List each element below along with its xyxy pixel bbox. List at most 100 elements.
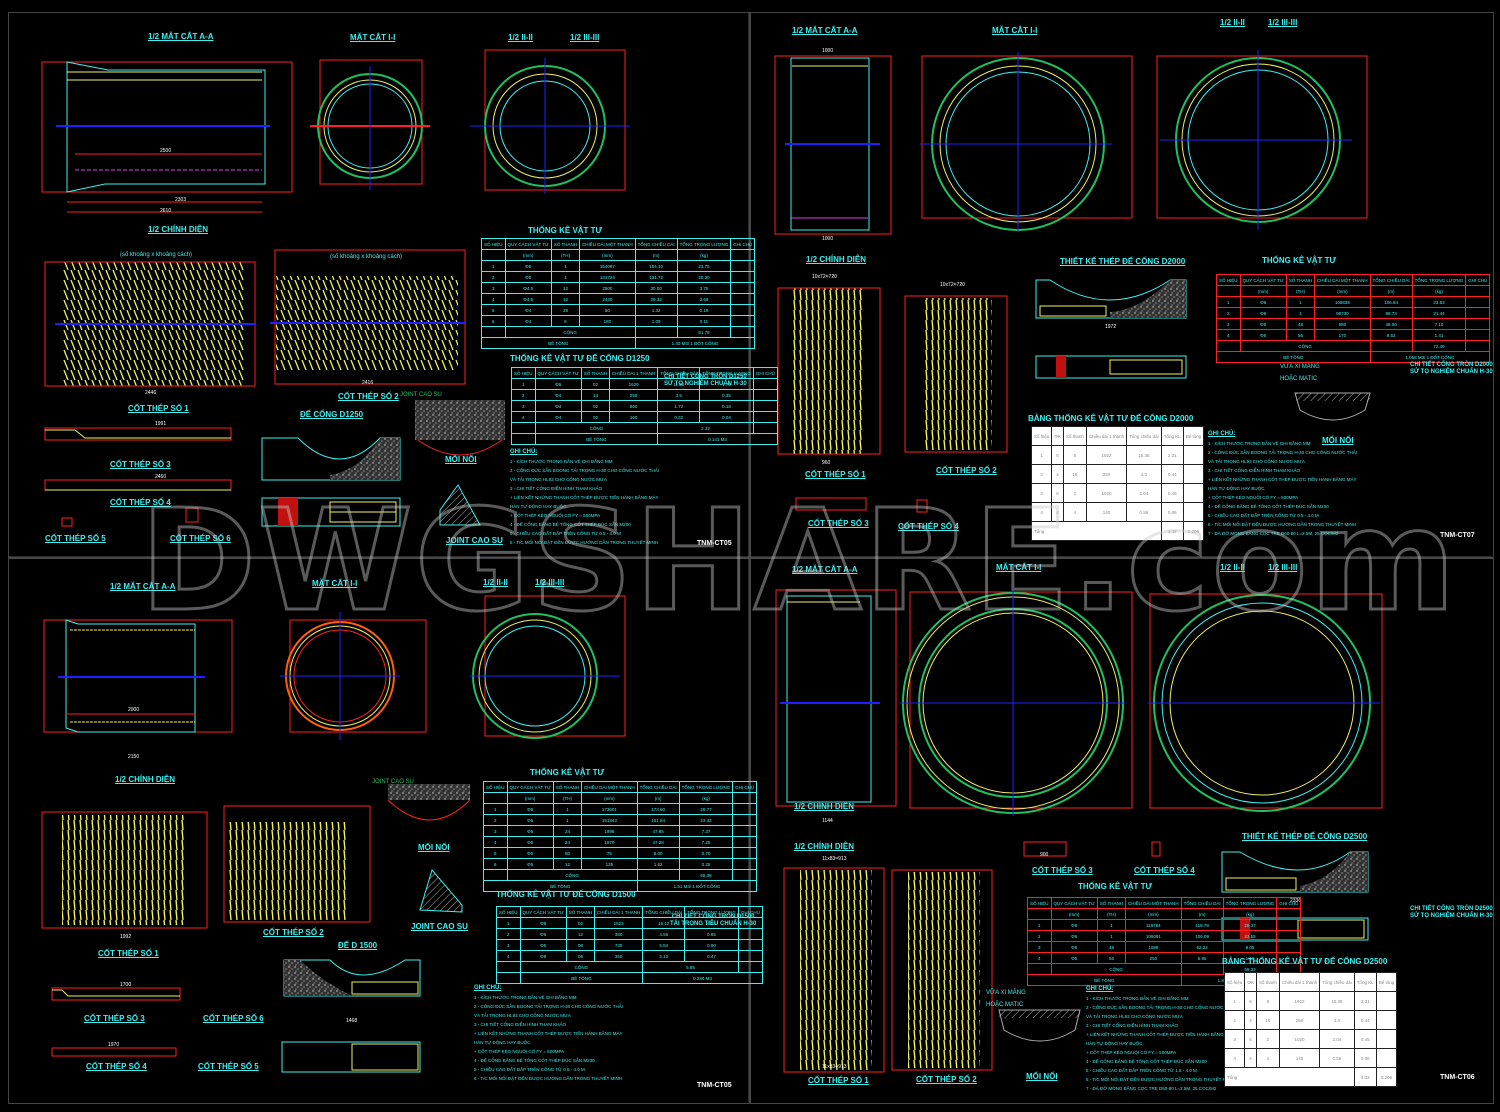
d2000-base-design-label: THIẾT KẾ THÉP ĐẾ CỐNG D2000 xyxy=(1060,257,1186,266)
d1500-dim-len-inner: 2000 xyxy=(128,707,140,713)
d1250-sheet-code: TNM-CT05 xyxy=(697,540,732,547)
d2000-rebar1-front xyxy=(777,287,1008,513)
d2500-title-front-top: 1/2 CHÍNH DIỆN xyxy=(794,802,855,811)
d1500-title-section-iii: 1/2 III-III xyxy=(535,578,565,587)
d2500-dim-rebar1-spacing: 11x83=913 xyxy=(822,856,847,862)
d2500-rebar3-label: CỐT THÉP SỐ 3 xyxy=(1032,866,1093,875)
d1250-section-aa xyxy=(41,61,293,213)
d1500-dim-rebar1-len: 1992 xyxy=(120,934,132,940)
d1250-dim-rebar2-len: 2416 xyxy=(362,380,374,386)
d2000-dim-rebar1-w: 960 xyxy=(822,460,831,466)
d2500-title-section-ii: 1/2 II-II xyxy=(1220,563,1245,572)
d2500-material-table-title: THỐNG KÊ VẬT TƯ xyxy=(1078,882,1153,891)
d2000-rebar2-label: CỐT THÉP SỐ 2 xyxy=(936,466,997,475)
d1250-section-ii xyxy=(310,59,430,190)
d1250-dim-rebar3-top: 1991 xyxy=(155,421,167,427)
d1500-dim-rebar4: 1970 xyxy=(108,1042,120,1048)
d2500-notes: GHI CHÚ: 1 - KÍCH THƯỚC TRONG BẢN VẼ GHI… xyxy=(1086,986,1235,1091)
d2000-rebar4-label: CỐT THÉP SỐ 4 xyxy=(898,522,959,531)
d2000-title-section-i: MẶT CẮT I-I xyxy=(992,26,1038,35)
d1250-rebar4-label: CỐT THÉP SỐ 4 xyxy=(110,498,171,507)
d2000-dim-rebar2-spacing: 10x72=720 xyxy=(940,282,965,288)
d2500-title-section-iii: 1/2 III-III xyxy=(1268,563,1298,572)
d1250-rebar3 xyxy=(44,427,232,527)
d1250-dim-rebar1-len: 2446 xyxy=(145,390,157,396)
d1500-base-label: ĐẾ D 1500 xyxy=(338,941,378,950)
d2000-material-table-title: THỐNG KÊ VẬT TƯ xyxy=(1262,256,1337,265)
d1250-title-section-i: MẶT CẮT I-I xyxy=(350,33,396,42)
d2500-title-section-aa: 1/2 MẶT CẮT A-A xyxy=(792,565,858,574)
d1500-rebar2-label: CỐT THÉP SỐ 2 xyxy=(263,928,324,937)
d1250-base xyxy=(261,400,505,527)
d2500-joint-note-2: HOẶC MATIC xyxy=(986,1002,1024,1008)
d1500-dim-rebar3-top: 1700 xyxy=(120,982,132,988)
d2500-title-front: 1/2 CHÍNH DIỆN xyxy=(794,842,855,851)
d1250-rebar1-label: CỐT THÉP SỐ 1 xyxy=(128,404,189,413)
d1500-rebar1-label: CỐT THÉP SỐ 1 xyxy=(98,949,159,958)
d2000-rebar3-label: CỐT THÉP SỐ 3 xyxy=(808,519,869,528)
d1250-rebar1-front xyxy=(44,261,256,387)
d1250-title-section-aa: 1/2 MẶT CẮT A-A xyxy=(148,32,214,41)
d2000-title-section-iii: 1/2 III-III xyxy=(1268,18,1298,27)
d1500-rebar3-label: CỐT THÉP SỐ 3 xyxy=(84,1014,145,1023)
d2000-dim-bottom: 1000 xyxy=(822,236,834,242)
d1500-material-table-title: THỐNG KÊ VẬT TƯ xyxy=(530,768,605,777)
d1500-base-table-title: THỐNG KÊ VẬT TƯ ĐẾ CỐNG D1500 xyxy=(496,890,636,899)
d2000-base-table-title: BẢNG THỐNG KÊ VẬT TƯ ĐẾ CỐNG D2000 xyxy=(1028,414,1194,423)
d1250-dim-len-inner: 2500 xyxy=(160,148,172,154)
d1500-base xyxy=(281,784,471,1073)
d2000-section-ii-iii xyxy=(1156,50,1368,230)
d2000-sheet-code: TNM-CT07 xyxy=(1440,532,1475,539)
watermark: DWGSHARE.com xyxy=(139,479,1458,645)
d2500-dim-rebar1-spacing-bottom: 11x83=913 xyxy=(822,1064,847,1070)
d1250-base-label: ĐẾ CỐNG D1250 xyxy=(300,410,364,419)
d1250-dim-len-total: 2610 xyxy=(160,208,172,214)
d2500-base-table-title: BẢNG THỐNG KÊ VẬT TƯ ĐẾ CỐNG D2500 xyxy=(1222,957,1388,966)
d1500-rebar6-label: CỐT THÉP SỐ 6 xyxy=(203,1014,264,1023)
d2000-title-section-aa: 1/2 MẶT CẮT A-A xyxy=(792,26,858,35)
d2500-joint-label: MỐI NỐI xyxy=(1026,1072,1058,1081)
d1250-dim-len-seg: 2303 xyxy=(175,197,187,203)
d1250-rebar2-front xyxy=(270,249,466,385)
d2500-rebar1-label: CỐT THÉP SỐ 1 xyxy=(808,1076,869,1085)
d2500-sheet-code: TNM-CT06 xyxy=(1440,1074,1475,1081)
d1500-title-section-i: MẶT CẮT I-I xyxy=(312,579,358,588)
d2500-rebar4-label: CỐT THÉP SỐ 4 xyxy=(1134,866,1195,875)
d1500-section-aa xyxy=(43,619,233,733)
d1500-dim-base-w: 1468 xyxy=(346,1018,358,1024)
d2000-joint-note-1: VỮA XI MĂNG xyxy=(1280,364,1320,370)
d2500-base-design-label: THIẾT KẾ THÉP ĐẾ CỐNG D2500 xyxy=(1242,832,1368,841)
d1250-rebar3-label: CỐT THÉP SỐ 3 xyxy=(110,460,171,469)
d1250-base-table-title: THỐNG KÊ VẬT TƯ ĐẾ CỐNG D1250 xyxy=(510,354,650,363)
d1250-spacing-note: (số khoảng x khoảng cách) xyxy=(120,252,193,258)
d1500-title-section-ii: 1/2 II-II xyxy=(483,578,508,587)
d2000-dim-rebar1-spacing: 10x72=720 xyxy=(812,274,837,280)
